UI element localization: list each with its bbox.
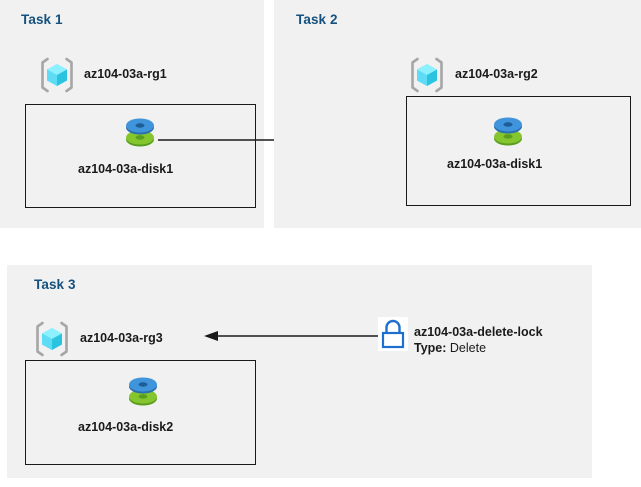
managed-disk-icon bbox=[120, 113, 160, 155]
task-1-title: Task 1 bbox=[21, 12, 63, 27]
task-2-title: Task 2 bbox=[296, 12, 338, 27]
resource-group-cube-icon bbox=[408, 56, 446, 94]
disk-label: az104-03a-disk1 bbox=[447, 157, 543, 171]
task-2-resource-container bbox=[406, 96, 631, 206]
delete-lock-arrow bbox=[204, 331, 379, 341]
managed-disk-icon bbox=[123, 372, 163, 414]
disk-label: az104-03a-disk2 bbox=[78, 420, 174, 434]
resource-group-label: az104-03a-rg3 bbox=[80, 331, 163, 345]
delete-lock-type-label: Type: bbox=[414, 341, 447, 355]
delete-lock-type: Type: Delete bbox=[414, 341, 486, 355]
managed-disk-icon bbox=[488, 112, 528, 154]
delete-lock-type-value: Delete bbox=[449, 341, 487, 355]
padlock-icon bbox=[378, 317, 408, 351]
resource-group-cube-icon bbox=[33, 320, 71, 358]
resource-group-label: az104-03a-rg2 bbox=[455, 67, 538, 81]
task-1-resource-container bbox=[25, 104, 256, 208]
task-3-panel bbox=[7, 265, 592, 478]
task-3-resource-container bbox=[25, 360, 256, 465]
task-2-panel bbox=[274, 0, 641, 228]
task-1-panel bbox=[0, 0, 264, 228]
resource-group-label: az104-03a-rg1 bbox=[84, 67, 167, 81]
task-3-title: Task 3 bbox=[34, 277, 76, 292]
resource-group-cube-icon bbox=[38, 56, 76, 94]
delete-lock-name: az104-03a-delete-lock bbox=[414, 325, 543, 339]
disk-label: az104-03a-disk1 bbox=[78, 162, 174, 176]
